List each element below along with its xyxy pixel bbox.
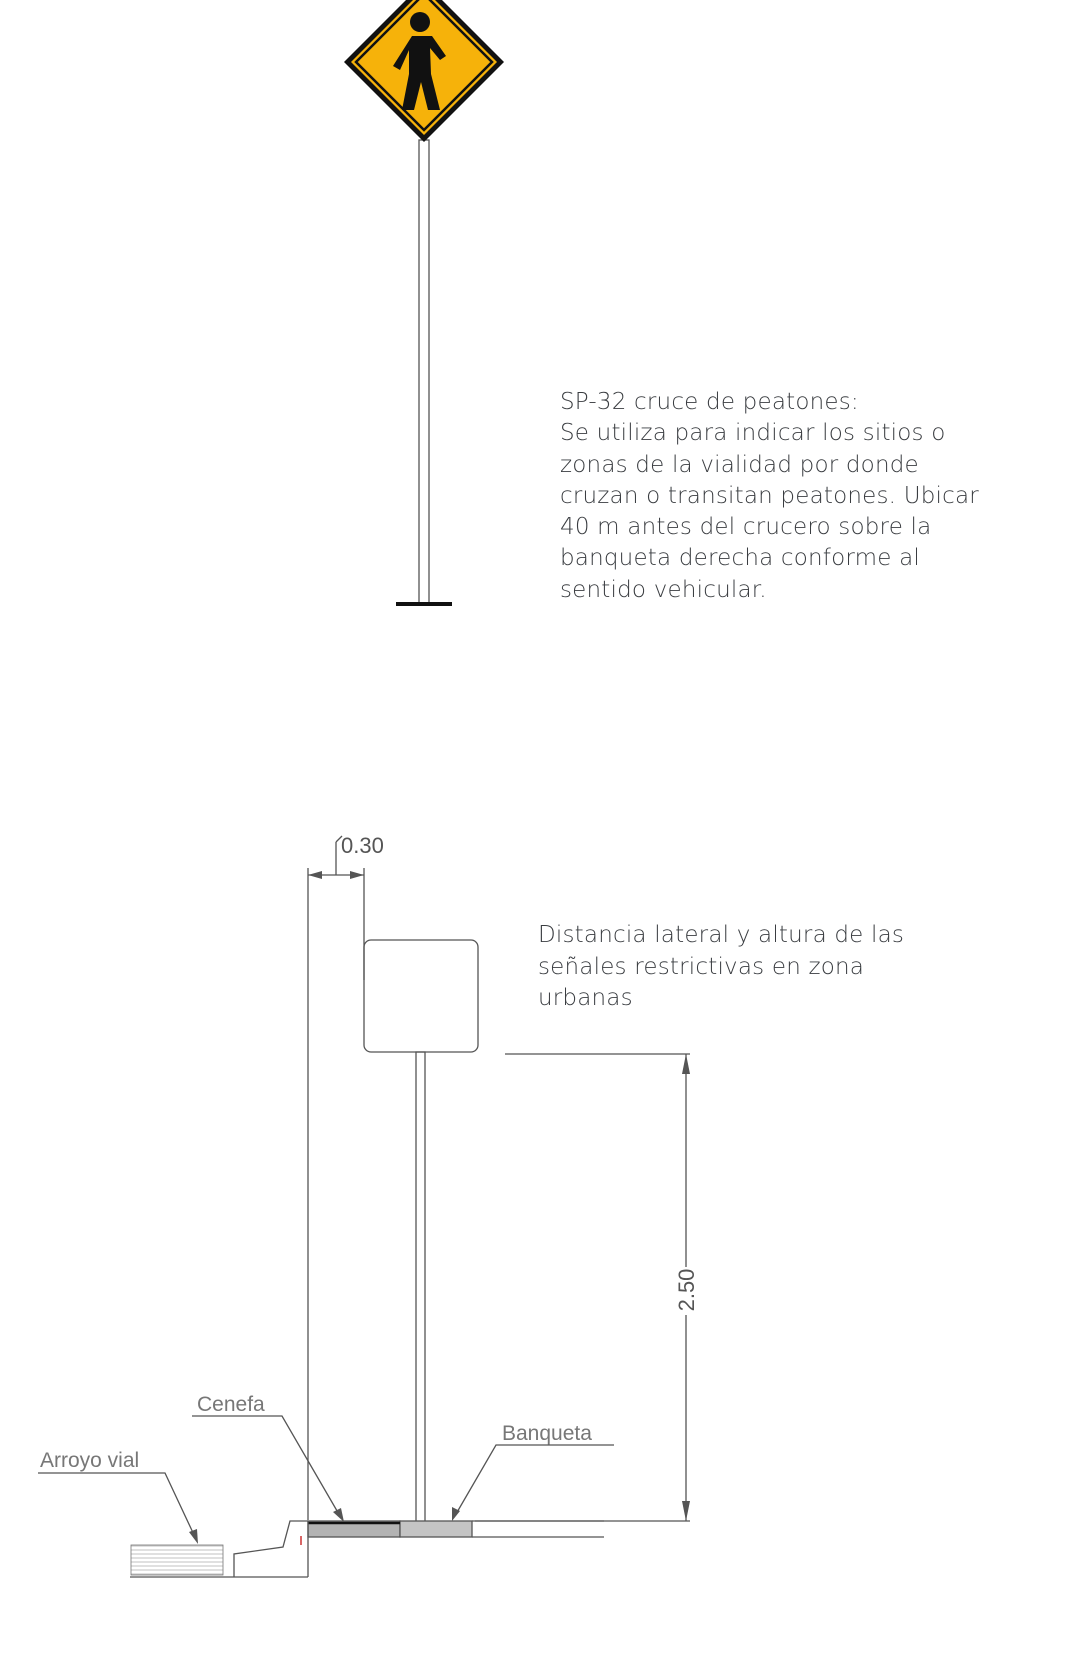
lateral-offset-value: 0.30 [341, 833, 384, 858]
placement-description-line: señales restrictivas en zona [538, 953, 865, 980]
placement-description: Distancia lateral y altura de las señale… [538, 920, 904, 1015]
sidewalk-section [130, 1520, 604, 1578]
placement-pole [415, 1051, 426, 1523]
placement-description-line: Distancia lateral y altura de las [538, 922, 905, 948]
cenefa-label: Cenefa [197, 1393, 265, 1416]
sign-description-line: SP-32 cruce de peatones: [560, 389, 859, 415]
sign-description-line: 40 m antes del crucero sobre la [560, 514, 932, 541]
sign-description-line: cruzan o transitan peatones. Ubicar [560, 482, 979, 509]
banqueta-label: Banqueta [502, 1422, 592, 1445]
pedestrian-icon [393, 12, 446, 110]
sign-plate [363, 939, 479, 1053]
sign-description: SP-32 cruce de peatones: Se utiliza para… [560, 387, 979, 606]
height-dimension [682, 1054, 690, 1521]
arroyo-leader [38, 1472, 196, 1538]
cenefa-leader [192, 1415, 341, 1517]
pedestrian-crossing-sign [344, 0, 504, 606]
lateral-dimension [308, 835, 364, 879]
sign-description-line: Se utiliza para indicar los sitios o [560, 420, 946, 447]
sign-description-line: banqueta derecha conforme al [560, 545, 920, 572]
arroyo-vial-label: Arroyo vial [40, 1449, 139, 1472]
banqueta-leader [455, 1444, 614, 1515]
sign-base [396, 602, 452, 606]
sign-description-line: zonas de la vialidad por donde [560, 451, 919, 478]
sign-description-line: sentido vehicular. [560, 576, 767, 603]
placement-description-line: urbanas [538, 985, 633, 1011]
sign-pole [418, 139, 430, 606]
sign-height-value: 2.50 [674, 1269, 699, 1312]
road-hatch [130, 1544, 224, 1576]
placement-diagram [38, 835, 690, 1578]
